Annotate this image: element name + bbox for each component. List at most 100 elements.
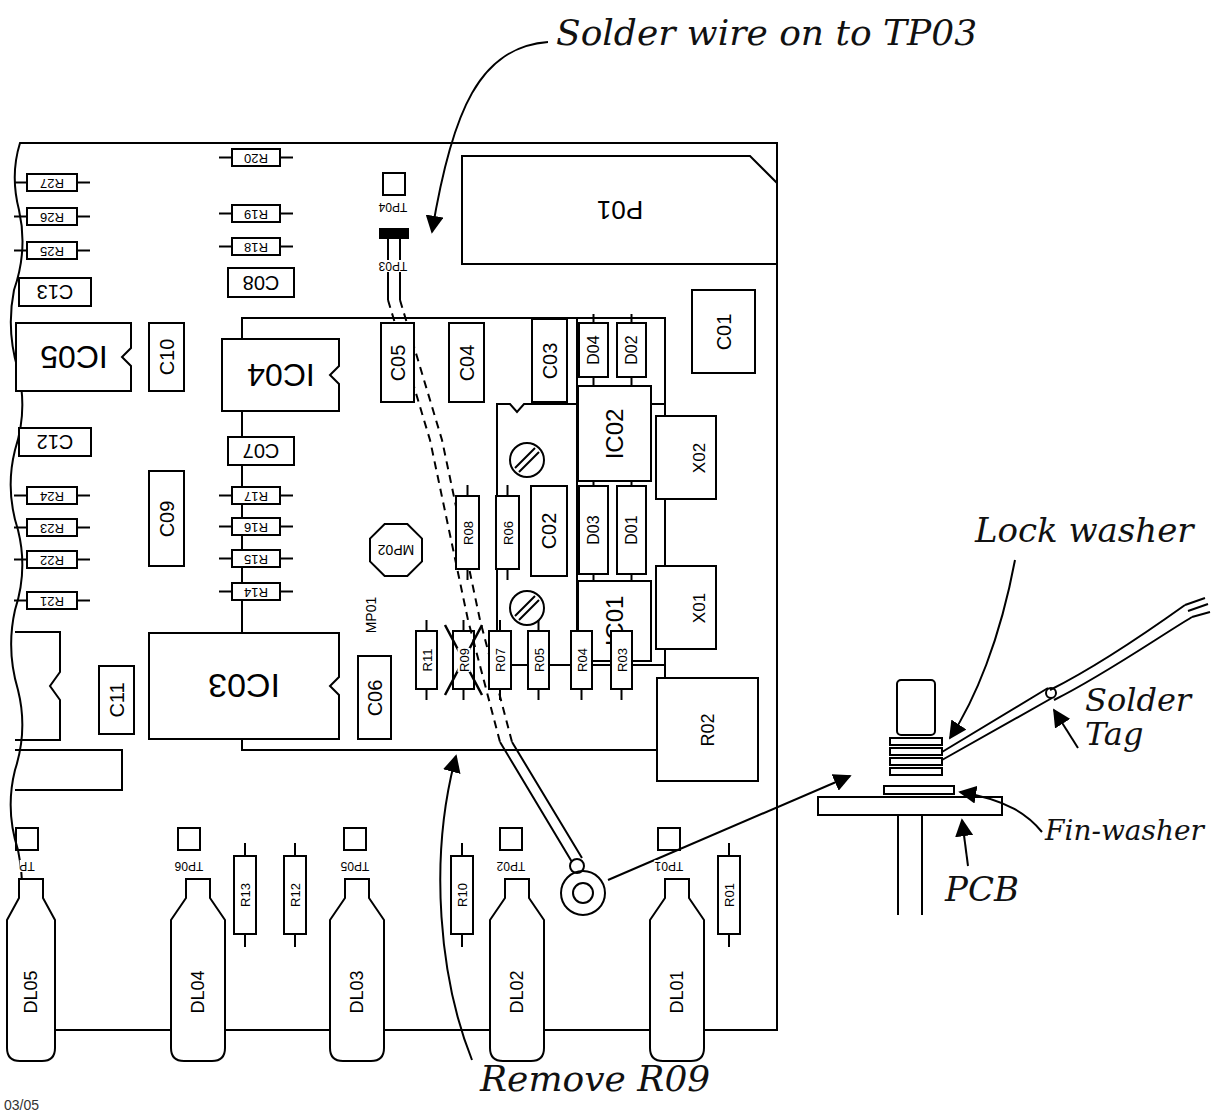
lead-wire: [281, 213, 293, 215]
led-outline: DL01: [649, 878, 705, 1062]
lead-wire: [78, 600, 90, 602]
part-label: C04: [457, 344, 477, 381]
annotation-note: Solder Tag: [1085, 684, 1210, 751]
test-point-pad: [16, 173, 680, 850]
resistor-symbol: R10: [450, 855, 474, 935]
lead-wire: [538, 620, 540, 630]
lead-wire: [14, 559, 26, 561]
annotation-note: Solder wire on to TP03: [556, 14, 977, 52]
resistor-symbol: R02: [656, 677, 759, 782]
test-point-label: TP05: [341, 860, 370, 872]
diode-symbol: D03: [578, 485, 609, 575]
lead-wire: [467, 570, 469, 580]
resistor-symbol: R06: [495, 495, 520, 570]
part-label: R02: [699, 713, 717, 746]
part-label: P01: [596, 197, 642, 223]
part-label: R16: [244, 520, 268, 533]
capacitor-symbol: C08: [227, 267, 295, 298]
annotation-note: Remove R09: [480, 1060, 710, 1098]
lead-wire: [219, 558, 231, 560]
part-label: DL04: [189, 971, 207, 1014]
lead-wire: [621, 690, 623, 700]
test-point-label: TP02: [497, 860, 526, 872]
lead-wire: [426, 620, 428, 630]
resistor-symbol: R19: [231, 204, 281, 223]
led-outline: DL02: [489, 878, 545, 1062]
part-label: R15: [244, 552, 268, 565]
part-label: R13: [239, 883, 252, 907]
part-label: R10: [456, 883, 469, 907]
part-label: C08: [243, 273, 280, 293]
part-label: R09: [457, 648, 470, 672]
lead-wire: [461, 843, 463, 855]
mounting-point: MP02: [369, 523, 423, 577]
part-label: R04: [575, 648, 588, 672]
resistor-symbol: R16: [231, 517, 281, 536]
part-label: R22: [40, 553, 64, 566]
lead-wire: [631, 314, 633, 322]
part-label: IC02: [603, 408, 627, 459]
part-label: R12: [289, 883, 302, 907]
capacitor-symbol: C09: [148, 470, 185, 567]
lead-wire: [14, 216, 26, 218]
part-label: C03: [540, 342, 560, 379]
part-label: C06: [365, 679, 385, 716]
lead-wire: [78, 250, 90, 252]
part-label: DL02: [508, 971, 526, 1014]
lead-wire: [507, 570, 509, 580]
lead-wire: [581, 690, 583, 700]
part-label: R11: [420, 649, 433, 672]
lead-wire: [78, 495, 90, 497]
capacitor-symbol: C11: [98, 665, 135, 735]
lead-wire: [219, 157, 231, 159]
test-point-label: TP06: [175, 860, 204, 872]
lead-wire: [14, 600, 26, 602]
part-label: C10: [157, 339, 177, 376]
resistor-symbol: R11: [415, 630, 438, 690]
resistor-symbol: R09: [452, 630, 475, 690]
resistor-symbol: R05: [527, 630, 550, 690]
part-label: R07: [494, 648, 507, 672]
annotation-note: Lock washer: [975, 513, 1194, 549]
capacitor-symbol: C02: [530, 485, 568, 577]
lead-wire: [728, 935, 730, 947]
resistor-symbol: R24: [26, 486, 78, 505]
led-outline: DL04: [170, 878, 226, 1062]
lead-wire: [281, 157, 293, 159]
lead-wire: [14, 250, 26, 252]
diode-symbol: D04: [578, 322, 609, 378]
lead-wire: [78, 182, 90, 184]
part-label: R18: [244, 240, 268, 253]
part-label: X01: [690, 592, 707, 622]
ic-outline: IC05: [15, 322, 132, 392]
test-point-label: TP01: [655, 860, 684, 872]
part-label: D02: [624, 335, 640, 364]
resistor-symbol: R22: [26, 550, 78, 569]
capacitor-symbol: C04: [448, 322, 485, 403]
resistor-symbol: R01: [717, 855, 741, 935]
lead-wire: [294, 843, 296, 855]
capacitor-symbol: C01: [691, 289, 756, 374]
test-point-label: TP03: [379, 260, 408, 272]
capacitor-symbol: C05: [380, 322, 415, 403]
screw-side-view: [818, 598, 1210, 915]
part-label: IC04: [247, 359, 315, 391]
diode-symbol: D01: [616, 485, 647, 575]
part-label: R14: [244, 585, 268, 598]
resistor-symbol: R27: [26, 173, 78, 192]
resistor-symbol: R12: [283, 855, 307, 935]
led-outline: DL03: [329, 878, 385, 1062]
annotation-note: PCB: [945, 872, 1019, 908]
part-label: R01: [723, 883, 736, 907]
resistor-symbol: R14: [231, 582, 281, 601]
resistor-symbol: R13: [233, 855, 257, 935]
led-outline: DL05: [6, 878, 56, 1062]
resistor-symbol: R07: [488, 630, 512, 690]
lead-wire: [499, 620, 501, 630]
lead-wire: [538, 690, 540, 700]
lead-wire: [281, 495, 293, 497]
lead-wire: [728, 843, 730, 855]
resistor-symbol: R21: [26, 591, 78, 610]
lead-wire: [593, 314, 595, 322]
part-label: R23: [40, 521, 64, 534]
